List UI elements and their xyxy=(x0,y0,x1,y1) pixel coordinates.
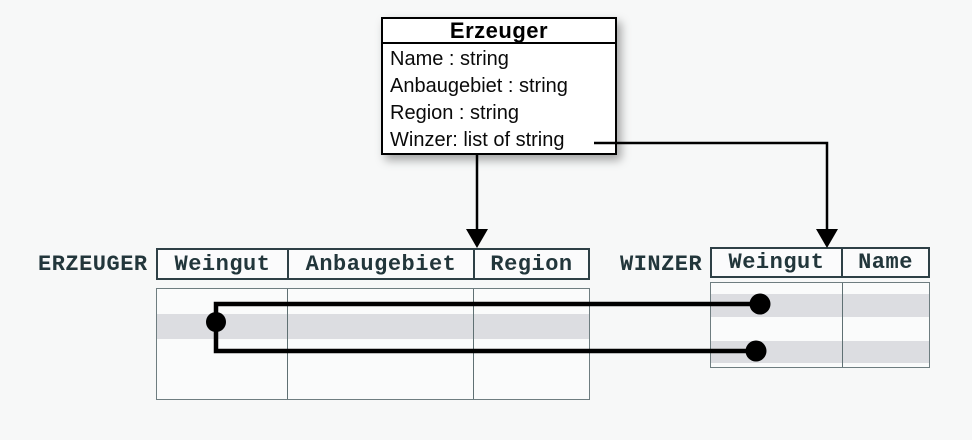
winzer-table-header: Weingut Name xyxy=(710,247,930,278)
winzer-column-header-weingut: Weingut xyxy=(712,249,843,276)
arrow-to-erzeuger-table xyxy=(466,155,488,248)
erzeuger-table-header: Weingut Anbaugebiet Region xyxy=(156,248,590,280)
winzer-highlighted-row-1 xyxy=(711,294,929,317)
erzeuger-column-separator xyxy=(286,289,288,399)
winzer-column-header-name: Name xyxy=(858,250,913,275)
winzer-table-label: WINZER xyxy=(620,252,703,277)
class-box-erzeuger: Erzeuger Name : string Anbaugebiet : str… xyxy=(381,17,617,155)
class-box-attributes: Name : string Anbaugebiet : string Regio… xyxy=(383,44,615,154)
arrow-to-winzer-table xyxy=(594,141,838,248)
erzeuger-table-label: ERZEUGER xyxy=(38,252,148,277)
winzer-column-separator xyxy=(841,283,843,367)
class-attribute-name: Name : string xyxy=(390,48,509,70)
arrowhead-down-icon xyxy=(816,229,838,248)
arrowhead-down-icon xyxy=(466,229,488,248)
class-attribute-anbaugebiet: Anbaugebiet : string xyxy=(390,75,568,97)
erzeuger-column-separator xyxy=(472,289,474,399)
erzeuger-column-header-weingut: Weingut xyxy=(158,250,289,278)
winzer-table-body xyxy=(710,282,930,368)
erzeuger-column-header-anbaugebiet: Anbaugebiet xyxy=(289,250,475,278)
erzeuger-column-header-region: Region xyxy=(490,251,573,277)
erzeuger-highlighted-row xyxy=(157,314,589,339)
winzer-highlighted-row-2 xyxy=(711,341,929,363)
class-attribute-region: Region : string xyxy=(390,102,519,124)
erzeuger-table-body xyxy=(156,288,590,400)
class-attribute-winzer: Winzer: list of string xyxy=(390,129,565,151)
class-box-title: Erzeuger xyxy=(383,19,615,44)
